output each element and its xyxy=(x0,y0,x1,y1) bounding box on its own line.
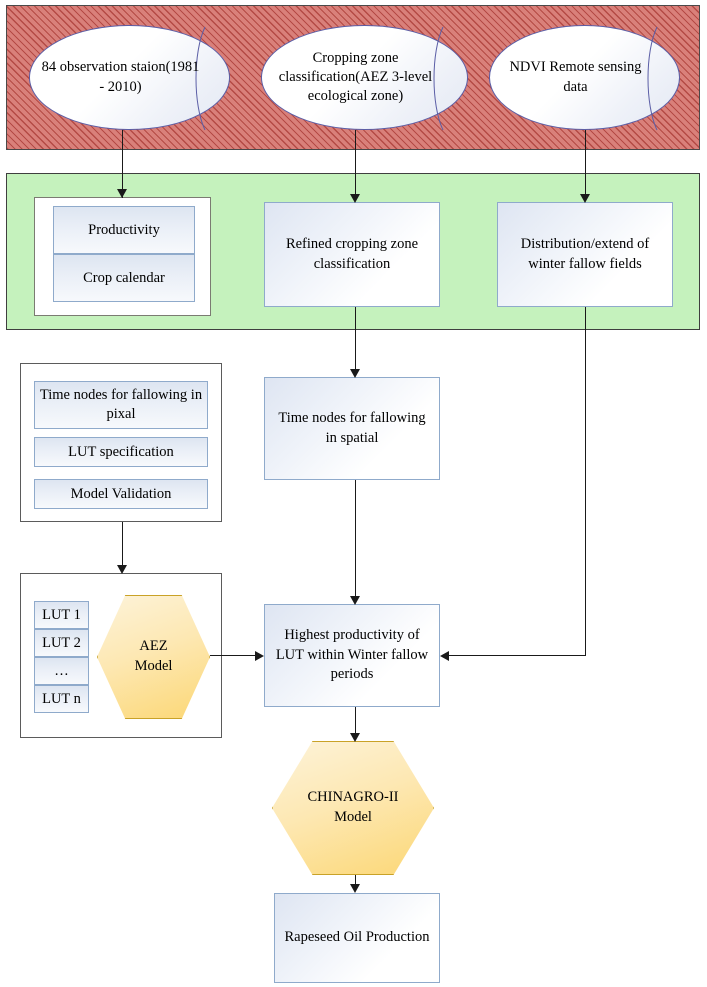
item-lut-specification[interactable]: LUT specification xyxy=(34,437,208,467)
hexagon-aez-model-label: AEZ Model xyxy=(135,637,173,676)
hexagon-chinagro-line2: Model xyxy=(334,809,372,825)
item-model-validation-label: Model Validation xyxy=(70,485,172,502)
data-cylinder-ndvi[interactable]: NDVI Remote sensing data xyxy=(489,25,680,131)
hexagon-chinagro-model[interactable]: CHINAGRO-II Model xyxy=(272,741,434,875)
connector-fallow-down xyxy=(585,307,587,655)
item-lut-2-label: LUT 2 xyxy=(42,634,81,651)
item-model-validation[interactable]: Model Validation xyxy=(34,479,208,509)
item-lut-2[interactable]: LUT 2 xyxy=(34,629,89,657)
box-winter-fallow-fields[interactable]: Distribution/extend of winter fallow fie… xyxy=(497,202,673,307)
item-lut-ellipsis-label: … xyxy=(54,662,69,679)
connector-spec-to-aez xyxy=(122,522,124,565)
box-highest-productivity-label: Highest productivity of LUT within Winte… xyxy=(275,627,429,683)
cylinder-right-cap-icon xyxy=(433,26,444,131)
connector-ndvi-to-fallow xyxy=(585,130,587,194)
hexagon-shape xyxy=(97,595,210,719)
arrow-head-icon xyxy=(350,194,360,203)
data-cylinder-cropping-zone[interactable]: Cropping zone classification(AEZ 3-level… xyxy=(261,25,468,131)
data-cylinder-ndvi-label: NDVI Remote sensing data xyxy=(509,59,642,95)
cylinder-right-cap-icon xyxy=(647,26,658,131)
hexagon-chinagro-line1: CHINAGRO-II xyxy=(307,789,399,806)
arrow-head-icon xyxy=(580,194,590,203)
arrow-head-icon xyxy=(117,189,127,198)
connector-obs-to-productivity xyxy=(122,130,124,198)
connector-highest-to-chinagro xyxy=(355,707,357,733)
box-rapeseed-oil-production[interactable]: Rapeseed Oil Production xyxy=(274,893,440,983)
data-cylinder-cropping-zone-label: Cropping zone classification(AEZ 3-level… xyxy=(278,49,433,105)
item-productivity[interactable]: Productivity xyxy=(53,206,195,254)
box-time-nodes-spatial[interactable]: Time nodes for fallowing in spatial xyxy=(264,377,440,480)
connector-aez-to-highest xyxy=(210,655,256,657)
item-lut-ellipsis[interactable]: … xyxy=(34,657,89,685)
item-lut-1[interactable]: LUT 1 xyxy=(34,601,89,629)
item-lut-n[interactable]: LUT n xyxy=(34,685,89,713)
box-winter-fallow-fields-label: Distribution/extend of winter fallow fie… xyxy=(520,235,650,272)
arrow-head-icon xyxy=(350,733,360,742)
arrow-head-icon xyxy=(350,884,360,893)
box-refined-cropping-zone[interactable]: Refined cropping zone classification xyxy=(264,202,440,307)
box-rapeseed-oil-production-label: Rapeseed Oil Production xyxy=(284,929,430,946)
item-productivity-label: Productivity xyxy=(88,221,160,238)
data-cylinder-observation-station-label: 84 observation staion(1981 - 2010) xyxy=(41,59,200,95)
arrow-head-icon xyxy=(255,651,264,661)
cylinder-right-cap-icon xyxy=(195,26,206,131)
box-refined-cropping-zone-label: Refined cropping zone classification xyxy=(285,235,419,272)
connector-cropzone-to-refined xyxy=(355,130,357,194)
item-lut-1-label: LUT 1 xyxy=(42,606,81,623)
arrow-head-icon xyxy=(350,596,360,605)
item-lut-specification-label: LUT specification xyxy=(68,443,174,460)
connector-refined-to-timenodes xyxy=(355,307,357,369)
hexagon-aez-model-line2: Model xyxy=(134,658,173,674)
arrow-head-icon xyxy=(440,651,449,661)
connector-timenodes-to-highest xyxy=(355,480,357,596)
box-highest-productivity[interactable]: Highest productivity of LUT within Winte… xyxy=(264,604,440,707)
item-crop-calendar[interactable]: Crop calendar xyxy=(53,254,195,302)
connector-fallow-to-highest xyxy=(449,655,586,657)
data-cylinder-observation-station[interactable]: 84 observation staion(1981 - 2010) xyxy=(29,25,230,131)
hexagon-aez-model[interactable]: AEZ Model xyxy=(97,595,210,719)
arrow-head-icon xyxy=(117,565,127,574)
connector-chinagro-to-output xyxy=(355,875,357,885)
hexagon-aez-model-line1: AEZ xyxy=(139,638,168,655)
item-lut-n-label: LUT n xyxy=(42,690,81,707)
hexagon-chinagro-model-label: CHINAGRO-II Model xyxy=(307,788,398,827)
item-time-nodes-pixel-label: Time nodes for fallowing in pixal xyxy=(39,387,203,422)
item-time-nodes-pixel[interactable]: Time nodes for fallowing in pixal xyxy=(34,381,208,429)
item-crop-calendar-label: Crop calendar xyxy=(83,269,165,286)
box-time-nodes-spatial-label: Time nodes for fallowing in spatial xyxy=(278,409,426,446)
arrow-head-icon xyxy=(350,369,360,378)
